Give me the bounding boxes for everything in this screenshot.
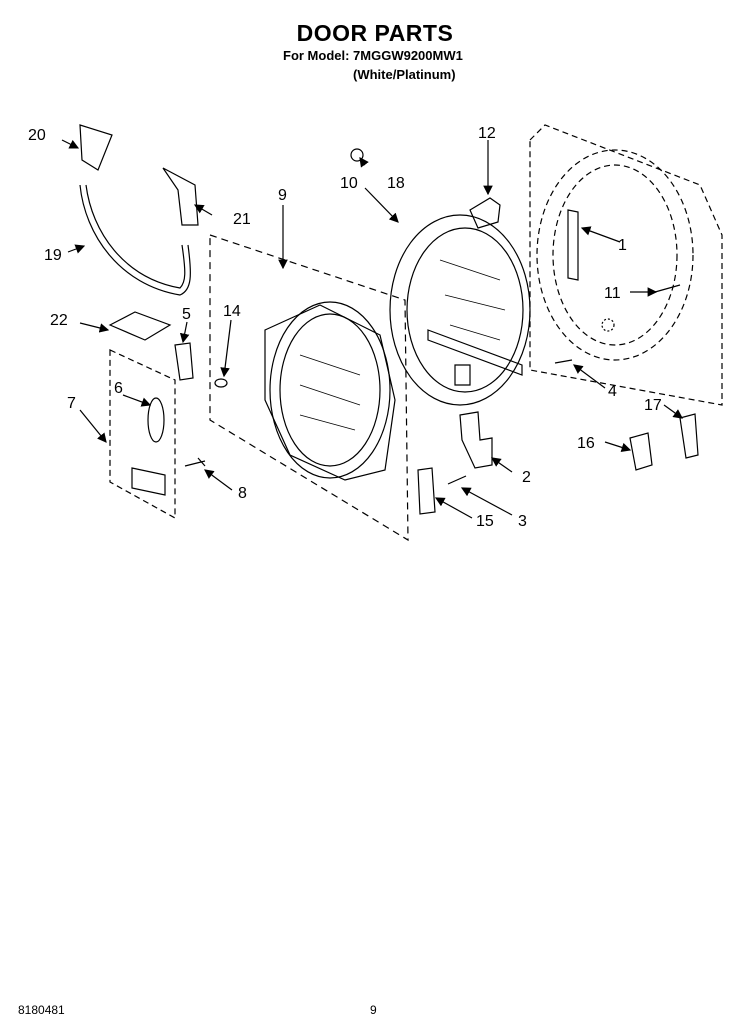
callout-17: 17 <box>644 397 662 414</box>
dryer-front-panel <box>529 124 723 406</box>
part-11-shape <box>654 284 681 293</box>
part-4-shape <box>554 359 573 364</box>
part-8-shape <box>184 457 206 467</box>
model-variant: (White/Platinum) <box>353 67 456 82</box>
document-number: 8180481 <box>18 1003 65 1017</box>
callout-12: 12 <box>478 125 496 142</box>
callout-1: 1 <box>618 237 627 254</box>
outer-door <box>389 214 531 406</box>
callout-7: 7 <box>67 395 76 412</box>
part-6-shape <box>147 397 165 443</box>
callout-22: 22 <box>50 312 68 329</box>
part-17-shape <box>679 413 699 459</box>
callout-10: 10 <box>340 175 358 192</box>
part-18-shape <box>350 148 364 162</box>
callout-14: 14 <box>223 303 241 320</box>
page-title: DOOR PARTS <box>296 20 454 46</box>
model-number: For Model: 7MGGW9200MW1 <box>283 48 463 63</box>
callout-19: 19 <box>44 247 62 264</box>
part-5-shape <box>174 342 194 381</box>
callout-8: 8 <box>238 485 247 502</box>
callout-16: 16 <box>577 435 595 452</box>
callout-labels: 1 2 3 4 5 6 7 8 9 10 11 12 14 15 16 17 1… <box>28 125 662 530</box>
part-12-shape <box>469 197 501 229</box>
leader-arrows <box>61 139 683 519</box>
part-19-shape <box>79 184 191 296</box>
part-19-inner <box>85 184 186 289</box>
callout-21: 21 <box>233 211 251 228</box>
part-3-shape <box>447 475 467 485</box>
callout-5: 5 <box>182 306 191 323</box>
callout-18: 18 <box>387 175 405 192</box>
part-15-shape <box>417 467 436 515</box>
part-21-shape <box>162 167 199 226</box>
part-16-shape <box>629 432 653 471</box>
callout-2: 2 <box>522 469 531 486</box>
inner-door-assembly <box>209 234 409 542</box>
callout-11: 11 <box>604 285 621 302</box>
part-22-shape <box>108 311 172 341</box>
callout-3: 3 <box>518 513 527 530</box>
part-2-shape <box>459 411 493 469</box>
part-14-shape <box>214 378 228 388</box>
callout-15: 15 <box>476 513 494 530</box>
callout-4: 4 <box>608 383 617 400</box>
page-number: 9 <box>370 1003 377 1017</box>
callout-9: 9 <box>278 187 287 204</box>
part-20-shape <box>79 124 113 171</box>
callout-20: 20 <box>28 127 46 144</box>
callout-6: 6 <box>114 380 123 397</box>
handle-shape <box>131 467 166 496</box>
